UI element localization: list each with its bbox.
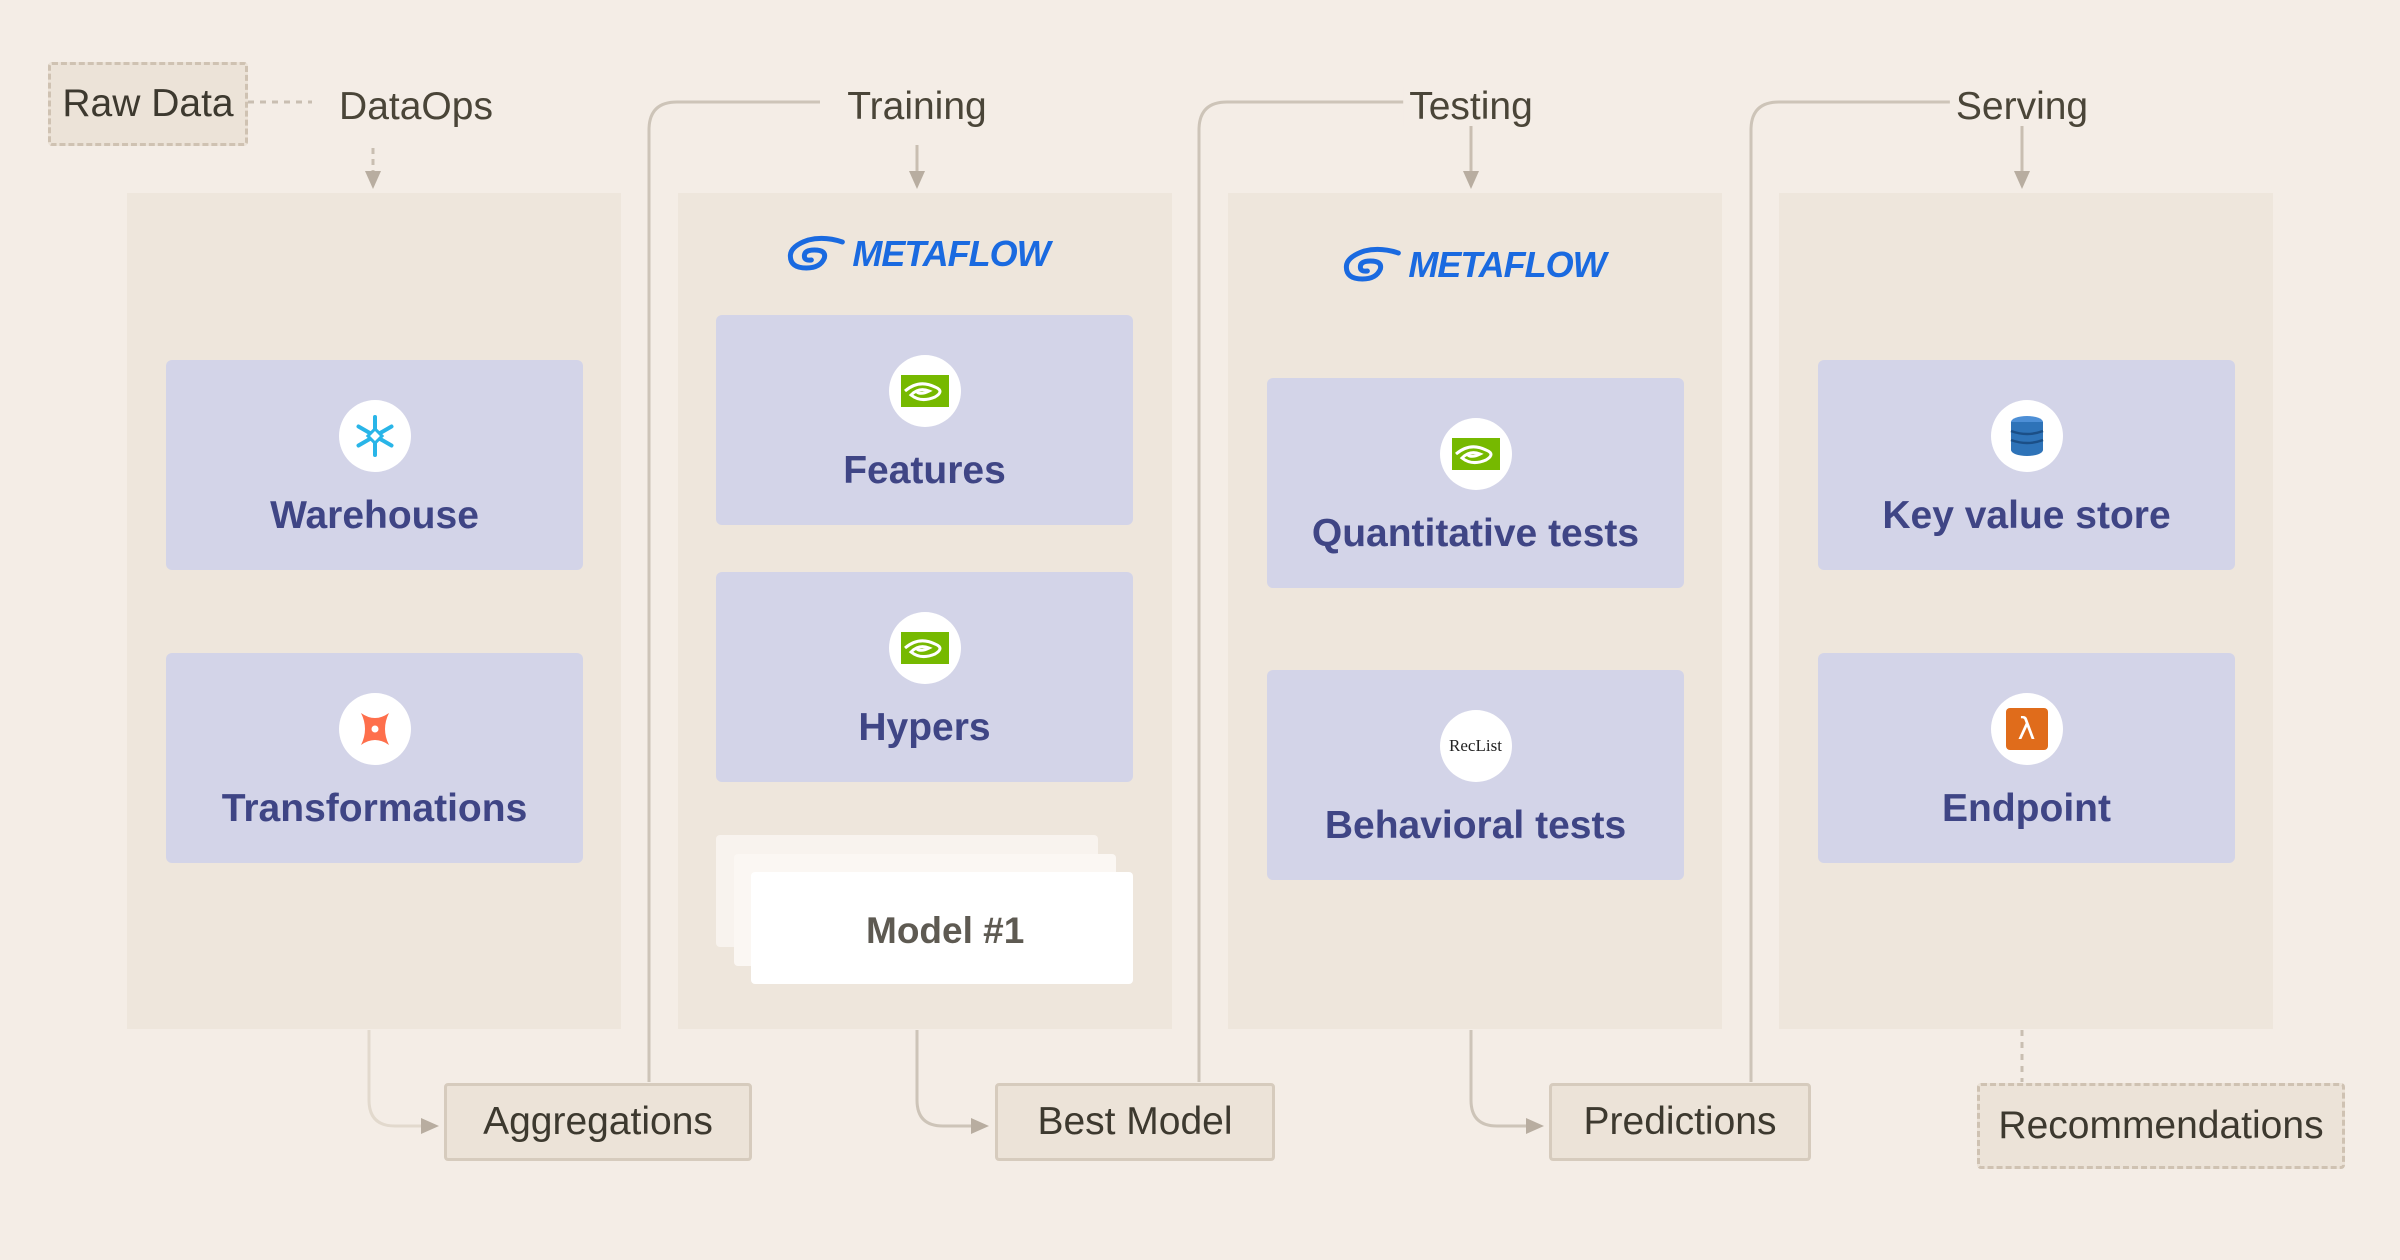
best-model-box[interactable]: Best Model	[995, 1083, 1275, 1161]
features-card[interactable]: Features	[716, 315, 1133, 525]
behavioral-tests-card[interactable]: RecList Behavioral tests	[1267, 670, 1684, 880]
stage-title-testing: Testing	[1403, 87, 1539, 126]
key-value-store-card[interactable]: Key value store	[1818, 360, 2235, 570]
stage-title-training: Training	[847, 85, 987, 128]
training-column: METAFLOW Features Hypers Model #1	[678, 193, 1172, 1029]
reclist-icon-text: RecList	[1449, 736, 1502, 755]
recommendations-box: Recommendations	[1977, 1083, 2345, 1169]
transformations-card[interactable]: Transformations	[166, 653, 583, 863]
reclist-icon: RecList	[1439, 710, 1512, 782]
predictions-to-serving-wire	[1749, 100, 1970, 1082]
aggregations-to-training-wire	[647, 100, 820, 1082]
hypers-card[interactable]: Hypers	[716, 572, 1133, 782]
model-card[interactable]	[751, 872, 1133, 984]
aggregations-box[interactable]: Aggregations	[444, 1083, 752, 1161]
best-model-label: Best Model	[1037, 1100, 1233, 1143]
nvidia-icon	[1439, 418, 1512, 490]
stage-title-dataops: DataOps	[339, 85, 493, 128]
metaflow-wordmark: METAFLOW	[852, 233, 1050, 274]
card-label: Quantitative tests	[1311, 512, 1640, 555]
metaflow-logo: METAFLOW	[1340, 244, 1607, 286]
card-label: Behavioral tests	[1324, 804, 1627, 847]
recommendations-label: Recommendations	[1998, 1104, 2324, 1147]
metaflow-swirl-icon	[1343, 246, 1401, 282]
testing-out-wire	[1469, 1030, 1544, 1134]
nvidia-icon	[888, 355, 961, 427]
lambda-symbol: λ	[2017, 711, 2036, 747]
nvidia-icon	[888, 612, 961, 684]
predictions-label: Predictions	[1583, 1100, 1777, 1143]
raw-data-label: Raw Data	[62, 82, 234, 125]
testing-column: METAFLOW Quantitative tests RecList Beha…	[1228, 193, 1722, 1029]
lambda-icon: λ	[1990, 693, 2063, 765]
metaflow-logo: METAFLOW	[784, 233, 1051, 275]
card-label: Key value store	[1882, 494, 2171, 537]
card-label: Transformations	[221, 787, 528, 830]
dataops-out-wire	[367, 1030, 439, 1134]
dynamodb-icon	[1990, 400, 2063, 472]
predictions-box[interactable]: Predictions	[1549, 1083, 1811, 1161]
card-label: Endpoint	[1942, 787, 2111, 830]
aggregations-label: Aggregations	[483, 1100, 713, 1143]
lambda-tile: λ	[2005, 708, 2048, 750]
dataops-column: Warehouse Transformations	[127, 193, 621, 1029]
card-label: Features	[843, 449, 1006, 492]
raw-data-box: Raw Data	[48, 62, 248, 146]
card-label: Warehouse	[270, 494, 479, 537]
endpoint-card[interactable]: λ Endpoint	[1818, 653, 2235, 863]
quantitative-tests-card[interactable]: Quantitative tests	[1267, 378, 1684, 588]
warehouse-card[interactable]: Warehouse	[166, 360, 583, 570]
serving-column: Key value store λ Endpoint	[1779, 193, 2273, 1029]
metaflow-swirl-icon	[787, 235, 845, 271]
bestmodel-to-testing-wire	[1197, 100, 1420, 1082]
training-out-wire	[915, 1030, 989, 1134]
dbt-icon	[338, 693, 411, 765]
metaflow-wordmark: METAFLOW	[1408, 244, 1606, 285]
model-label: Model #1	[866, 910, 1025, 951]
snowflake-icon	[338, 400, 411, 472]
card-label: Hypers	[858, 706, 991, 749]
stage-title-serving: Serving	[1949, 87, 2095, 126]
